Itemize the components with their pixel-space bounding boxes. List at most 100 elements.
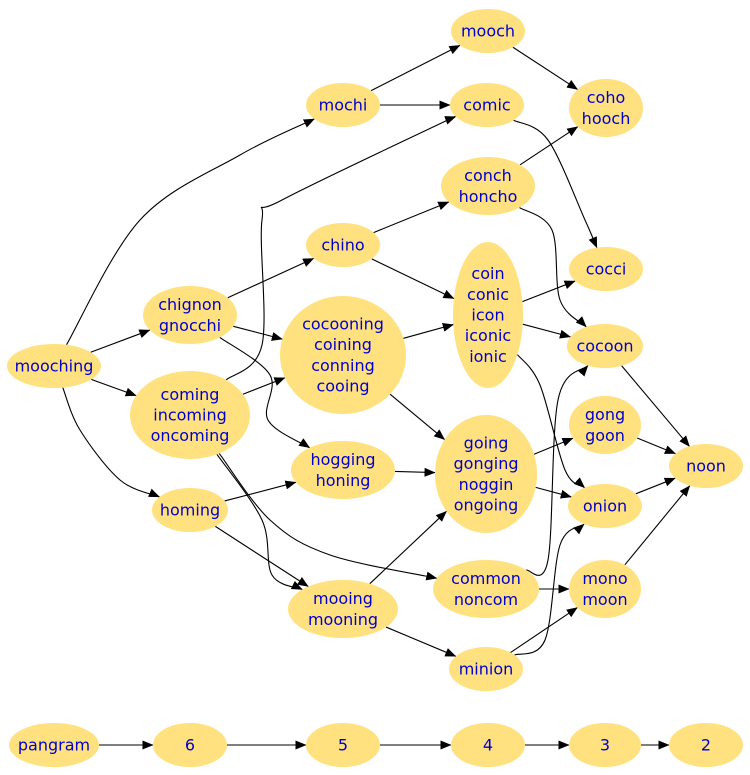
- node-label: moon: [582, 590, 627, 609]
- node-label: gonging: [454, 454, 519, 473]
- node-label: incoming: [153, 406, 227, 425]
- edge-line: [218, 453, 438, 581]
- node-ellipse: [451, 723, 525, 767]
- edge-line: [219, 336, 311, 449]
- node-ellipse: [567, 324, 643, 368]
- node-label: coming: [161, 385, 220, 404]
- edge-line: [624, 485, 691, 566]
- node-label: noncom: [454, 590, 518, 609]
- node-chino: chino: [306, 223, 380, 267]
- edge-going-to-onion: [535, 486, 572, 499]
- node-ellipse: [291, 441, 395, 499]
- edge-coming-to-comic: [225, 110, 467, 381]
- edge-line: [514, 523, 585, 656]
- edge-gong-to-noon: [636, 437, 676, 455]
- node-label: oncoming: [151, 426, 230, 445]
- edge-line: [91, 378, 137, 397]
- node-label: 5: [338, 736, 348, 755]
- node-label: coining: [314, 335, 372, 354]
- edge-cocooning-to-coin: [403, 323, 454, 339]
- edge-hogging-to-going: [394, 467, 436, 477]
- edge-minion-to-onion: [514, 523, 585, 656]
- edge-line: [635, 477, 676, 495]
- edge-chino-to-conch: [373, 201, 450, 234]
- edge-line: [403, 323, 454, 339]
- node-minion: minion: [449, 647, 523, 691]
- node-label: gnocchi: [159, 316, 221, 335]
- edge-mooing-to-going: [369, 510, 447, 585]
- edge-line: [225, 110, 467, 381]
- node-n4: 4: [451, 723, 525, 767]
- node-ellipse: [569, 723, 641, 767]
- edge-conch-to-cocoon: [519, 207, 587, 328]
- node-ellipse: [130, 371, 250, 459]
- node-common: common noncom: [433, 560, 539, 618]
- node-label: going: [464, 433, 509, 452]
- node-label: pangram: [18, 736, 90, 755]
- edge-line: [385, 626, 457, 657]
- node-ellipse: [153, 723, 227, 767]
- edge-line: [216, 453, 303, 591]
- edge-mooing-to-minion: [385, 626, 457, 657]
- node-ellipse: [435, 415, 537, 533]
- node-label: 3: [600, 736, 610, 755]
- node-ellipse: [441, 157, 535, 215]
- edge-mochi-to-mooch: [370, 44, 461, 92]
- edge-line: [373, 201, 450, 234]
- node-label: coin: [471, 264, 504, 283]
- node-label: honcho: [459, 187, 518, 206]
- node-label: conic: [467, 285, 509, 304]
- edge-line: [371, 258, 455, 300]
- edge-minion-to-mono: [510, 607, 578, 653]
- node-label: common: [451, 569, 521, 588]
- edge-line: [389, 393, 445, 440]
- edge-line: [519, 126, 579, 166]
- edge-coin-to-cocci: [522, 280, 576, 303]
- node-label: honing: [316, 471, 371, 490]
- node-ellipse: [449, 647, 523, 691]
- node-ellipse: [569, 560, 641, 618]
- edge-line: [215, 525, 309, 587]
- edge-homing-to-mooing: [215, 525, 309, 587]
- node-ellipse: [451, 9, 525, 53]
- edge-line: [512, 46, 578, 90]
- edge-line: [522, 323, 571, 339]
- node-label: gong: [585, 405, 625, 424]
- node-label: iconic: [465, 326, 511, 345]
- edge-line: [519, 207, 587, 328]
- edge-chignon-to-hogging: [219, 336, 311, 449]
- node-ellipse: [453, 242, 523, 388]
- edge-homing-to-hogging: [224, 480, 297, 502]
- node-ellipse: [450, 83, 524, 127]
- node-n6: 6: [153, 723, 227, 767]
- edge-line: [522, 280, 576, 303]
- node-label: coho: [587, 88, 626, 107]
- edge-line: [526, 365, 589, 576]
- edge-mooching-to-coming: [91, 378, 137, 397]
- node-label: homing: [160, 501, 220, 520]
- edge-onion-to-noon: [635, 477, 676, 495]
- edge-line: [513, 119, 598, 249]
- edge-layer: [62, 44, 691, 750]
- node-noon: noon: [669, 444, 743, 488]
- edge-common-to-cocoon: [526, 365, 589, 576]
- node-label: cooing: [316, 377, 369, 396]
- node-label: ionic: [469, 347, 507, 366]
- node-ellipse: [280, 296, 406, 414]
- node-label: noon: [686, 457, 726, 476]
- node-label: minion: [459, 660, 514, 679]
- node-ellipse: [306, 223, 380, 267]
- node-label: onion: [583, 497, 627, 516]
- node-label: mochi: [319, 96, 368, 115]
- node-label: conning: [311, 356, 375, 375]
- node-cocoon: cocoon: [567, 324, 643, 368]
- edge-coin-to-cocoon: [522, 323, 571, 339]
- edge-line: [242, 377, 286, 395]
- node-homing: homing: [152, 488, 228, 532]
